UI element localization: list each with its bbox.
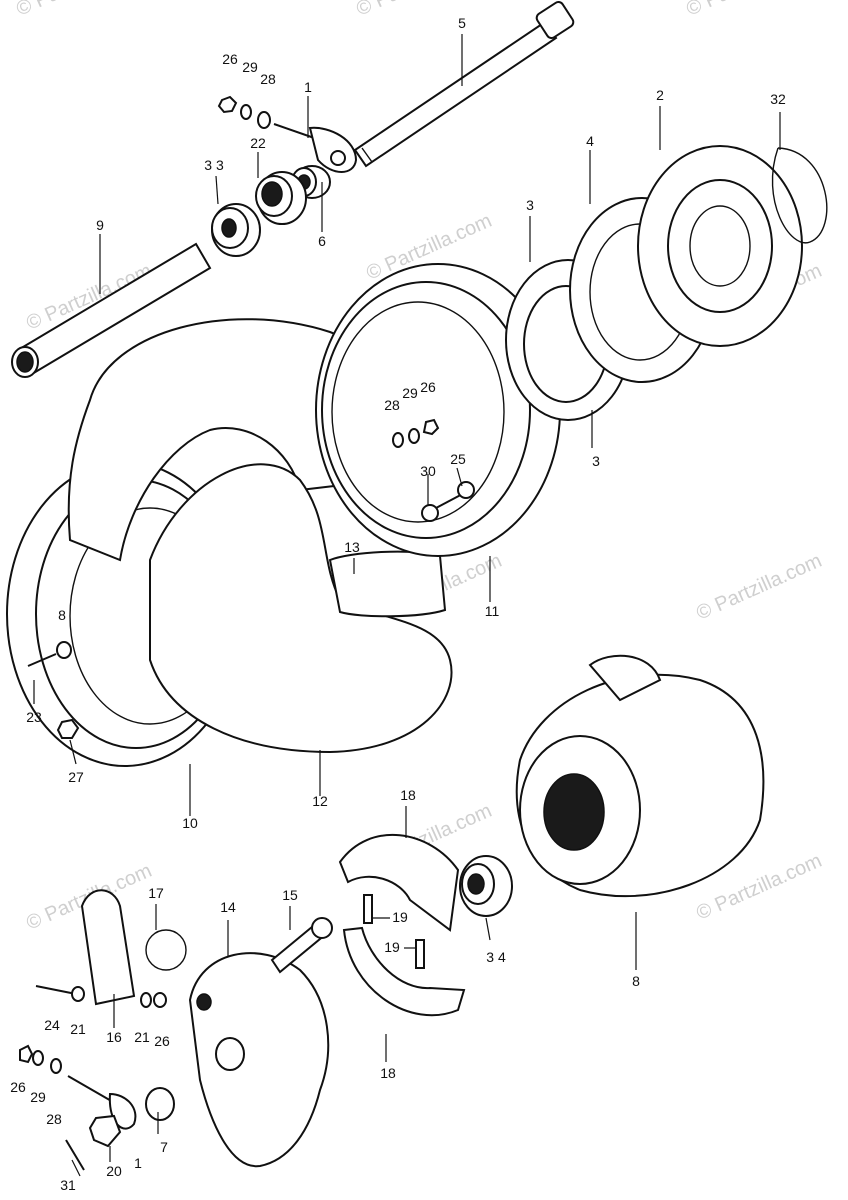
callout-p19b: 19 (384, 939, 400, 955)
callout-p26d: 26 (10, 1079, 26, 1095)
callout-p21b: 21 (134, 1029, 150, 1045)
callout-p12: 12 (312, 793, 328, 809)
callout-p26c: 26 (154, 1033, 170, 1049)
watermark-text: © Partzilla.com (683, 0, 815, 21)
callout-p25: 25 (450, 451, 466, 467)
callout-labels: 1123345678891011121314151617181819192021… (10, 15, 786, 1193)
callout-p8a: 8 (632, 973, 640, 989)
bearing-hub-part[interactable] (459, 855, 513, 917)
callout-p28a: 28 (260, 71, 276, 87)
callout-p26b: 26 (420, 379, 436, 395)
callout-p3b: 3 (592, 453, 600, 469)
callout-p4: 4 (586, 133, 594, 149)
callout-p10: 10 (182, 815, 198, 831)
circlip-part[interactable] (771, 147, 828, 244)
brake-shoe-spring-part[interactable] (363, 894, 425, 969)
brake-panel-part[interactable] (188, 952, 330, 1168)
callout-p28c: 28 (46, 1111, 62, 1127)
rim-outer-bolt-part[interactable] (27, 641, 80, 739)
nut-washer-top-part[interactable] (217, 95, 271, 129)
callout-p17: 17 (148, 885, 164, 901)
watermark-text: © Partzilla.com (13, 0, 145, 21)
callout-p7: 7 (160, 1139, 168, 1155)
callout-p20: 20 (106, 1163, 122, 1179)
brake-cam-part[interactable] (270, 917, 333, 974)
callout-p15: 15 (282, 887, 298, 903)
callout-p29b: 29 (402, 385, 418, 401)
callout-p26a: 26 (222, 51, 238, 67)
callout-p1b: 1 (134, 1155, 142, 1171)
callout-p3a: 3 (526, 197, 534, 213)
brake-arm-spring-part[interactable] (145, 929, 187, 971)
chain-adjuster-bottom-part[interactable] (19, 1044, 175, 1171)
brake-shoe-upper-part[interactable] (338, 833, 460, 932)
callout-p13: 13 (344, 539, 360, 555)
callout-p5: 5 (458, 15, 466, 31)
leader-lines (33, 34, 781, 1177)
callout-p29c: 29 (30, 1089, 46, 1105)
callout-p14: 14 (220, 899, 236, 915)
chain-adjuster-top-part[interactable] (273, 123, 358, 173)
axle-spacer-tube-part[interactable] (11, 242, 212, 378)
callout-p18b: 18 (380, 1065, 396, 1081)
callout-p16: 16 (106, 1029, 122, 1045)
callout-p29a: 29 (242, 59, 258, 75)
callout-p33: 3 3 (204, 157, 224, 173)
callout-p19a: 19 (392, 909, 408, 925)
callout-p34: 3 4 (486, 949, 506, 965)
callout-p2: 2 (656, 87, 664, 103)
rear-wheel-hub-part[interactable] (515, 654, 765, 898)
callout-p6: 6 (318, 233, 326, 249)
oil-seal-part[interactable] (255, 171, 307, 225)
callout-p24: 24 (44, 1017, 60, 1033)
axle-part[interactable] (353, 0, 575, 168)
brake-arm-part[interactable] (80, 889, 136, 1006)
callout-p28b: 28 (384, 397, 400, 413)
rim-inner-half-part[interactable] (315, 263, 561, 557)
callout-p23: 23 (26, 709, 42, 725)
callout-p9: 9 (96, 217, 104, 233)
callout-p18a: 18 (400, 787, 416, 803)
callout-p1a: 1 (304, 79, 312, 95)
callout-p32: 32 (770, 91, 786, 107)
callout-p11: 11 (485, 603, 500, 619)
callout-p21a: 21 (70, 1021, 86, 1037)
rim-nut-washer-part[interactable] (392, 418, 440, 448)
brake-arm-bolt-part[interactable] (35, 985, 167, 1008)
callout-p30: 30 (420, 463, 436, 479)
brake-shoe-lower-part[interactable] (342, 926, 466, 1017)
bearing-top-part[interactable] (211, 203, 261, 257)
tire-part[interactable] (67, 318, 453, 754)
callout-p27: 27 (68, 769, 84, 785)
final-driven-sprocket-part[interactable] (637, 145, 803, 347)
callout-p31: 31 (60, 1177, 76, 1193)
callout-p22: 22 (250, 135, 266, 151)
watermark-text: © Partzilla.com (693, 550, 825, 625)
callout-p8b: 8 (58, 607, 66, 623)
